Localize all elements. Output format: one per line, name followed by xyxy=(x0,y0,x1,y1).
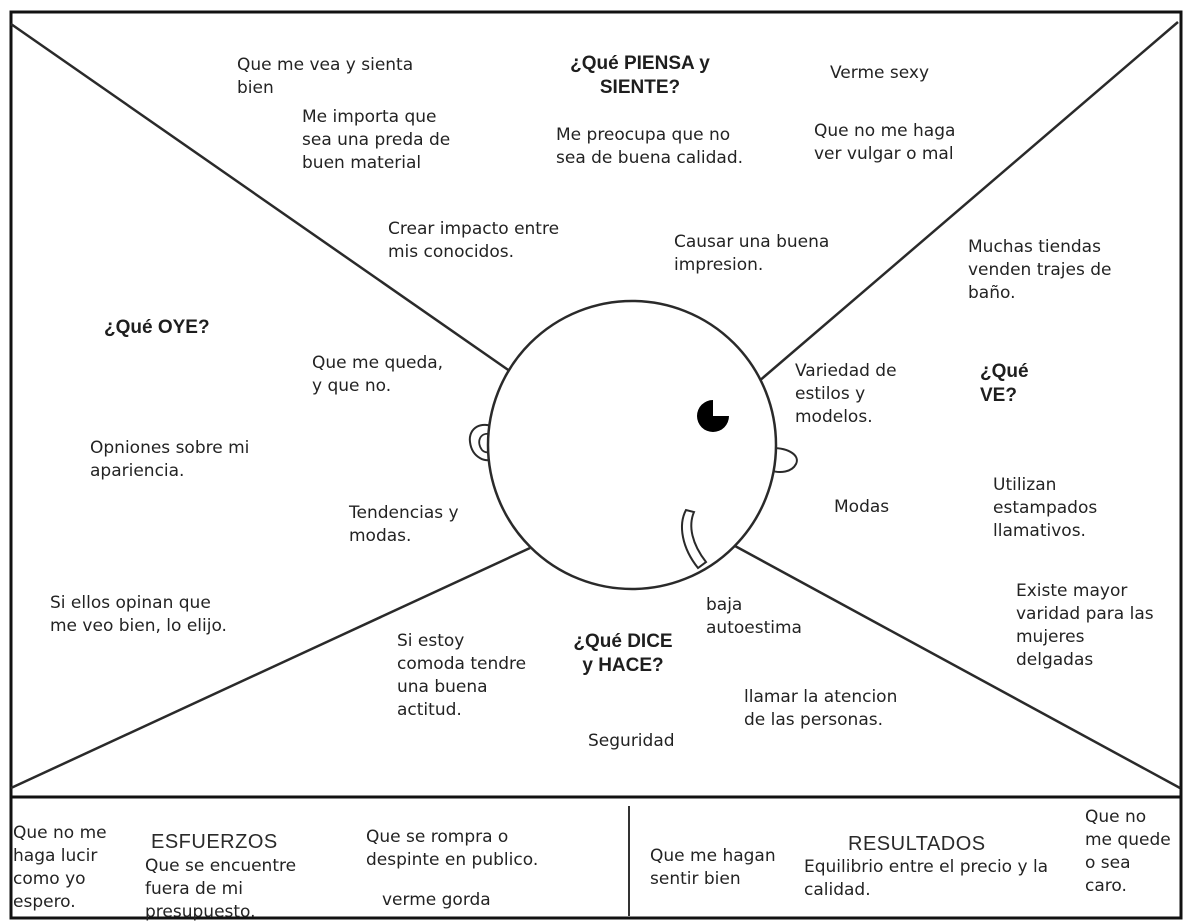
note-oye: Si ellos opinan que me veo bien, lo elij… xyxy=(50,593,227,636)
note-dice: baja autoestima xyxy=(706,595,802,638)
note-piensa: Me preocupa que no sea de buena calidad. xyxy=(556,125,744,168)
esfuerzos-note: Que se rompra o despinte en publico. xyxy=(366,827,539,870)
note-piensa: Me importa que sea una preda de buen mat… xyxy=(302,107,451,173)
note-ve: Existe mayor varidad para las mujeres de… xyxy=(1016,581,1154,670)
resultados-note: Que no me quede o sea caro. xyxy=(1085,807,1171,896)
resultados-title: RESULTADOS xyxy=(848,833,986,855)
note-ve: Utilizan estampados llamativos. xyxy=(993,475,1098,541)
note-piensa: Verme sexy xyxy=(830,63,930,83)
note-dice: llamar la atencion de las personas. xyxy=(744,687,898,730)
resultados-note: Que me hagan sentir bien xyxy=(650,846,776,889)
heading-dice-hace: ¿Qué DICE y HACE? xyxy=(573,631,673,676)
divider-top-left xyxy=(10,22,515,376)
heading-ve: ¿Qué VE? xyxy=(980,361,1029,406)
esfuerzos-note: verme gorda xyxy=(382,890,491,910)
head-circle xyxy=(486,299,778,591)
esfuerzos-note: Que no me haga lucir como yo espero. xyxy=(13,823,107,912)
note-piensa: Causar una buena impresion. xyxy=(674,232,830,275)
note-piensa: Crear impacto entre mis conocidos. xyxy=(388,219,560,262)
note-oye: Que me queda, y que no. xyxy=(312,353,444,396)
note-dice: Seguridad xyxy=(588,731,675,751)
note-dice: Si estoy comoda tendre una buena actitud… xyxy=(397,631,527,720)
outer-frame xyxy=(9,10,1183,920)
note-ve: Muchas tiendas venden trajes de baño. xyxy=(968,237,1112,303)
divider-bottom-right xyxy=(734,544,1181,790)
note-oye: Opniones sobre mi apariencia. xyxy=(90,438,250,481)
note-oye: Tendencias y modas. xyxy=(349,503,459,546)
heading-oye: ¿Qué OYE? xyxy=(104,317,210,338)
nose-icon xyxy=(681,508,708,570)
note-piensa: Que no me haga ver vulgar o mal xyxy=(814,121,956,164)
esfuerzos-title: ESFUERZOS xyxy=(151,831,278,853)
heading-piensa-siente: ¿Qué PIENSA y SIENTE? xyxy=(570,53,710,98)
resultados-note: Equilibrio entre el precio y la calidad. xyxy=(804,857,1049,900)
divider-bottom-left xyxy=(10,546,531,790)
divider-top-right xyxy=(757,21,1179,383)
note-ve: Variedad de estilos y modelos. xyxy=(795,361,897,427)
note-piensa: Que me vea y sienta bien xyxy=(237,55,414,98)
note-ve: Modas xyxy=(834,497,890,517)
esfuerzos-note: Que se encuentre fuera de mi presupuesto… xyxy=(145,856,297,922)
eye-icon xyxy=(697,400,729,432)
